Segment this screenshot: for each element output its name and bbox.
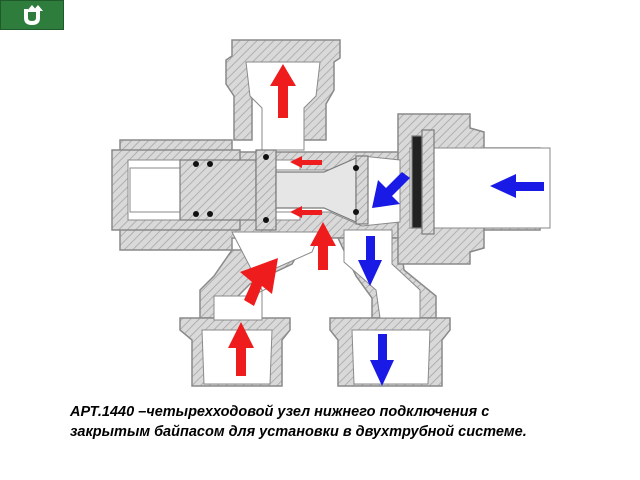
red-arrow-bypass-up <box>310 222 336 270</box>
red-arrow-small-1 <box>290 156 322 168</box>
valve-insert <box>179 129 435 235</box>
red-arrow-bottom-inlet <box>228 322 254 376</box>
caption-line-1: АРТ.1440 –четырехходовой узел нижнего по… <box>70 404 490 420</box>
return-arrow-icon <box>24 5 43 26</box>
blue-arrow-diagonal <box>372 172 410 208</box>
return-button[interactable] <box>0 0 64 30</box>
blue-arrow-right-inlet <box>490 174 544 198</box>
blue-arrow-down-channel <box>358 236 382 286</box>
red-arrow-small-2 <box>290 206 322 218</box>
return-flow-arrows <box>358 172 544 386</box>
caption-line-2: закрытым байпасом для установки в двухтр… <box>70 424 527 440</box>
blue-arrow-bottom-outlet <box>370 334 394 386</box>
valve-cross-section-diagram <box>111 39 551 387</box>
red-arrow-diagonal <box>240 258 278 306</box>
diagram-caption: АРТ.1440 –четырехходовой узел нижнего по… <box>70 402 610 442</box>
red-arrow-top-outlet <box>270 64 296 118</box>
supply-flow-arrows <box>228 64 336 376</box>
o-ring-seals <box>193 154 359 223</box>
